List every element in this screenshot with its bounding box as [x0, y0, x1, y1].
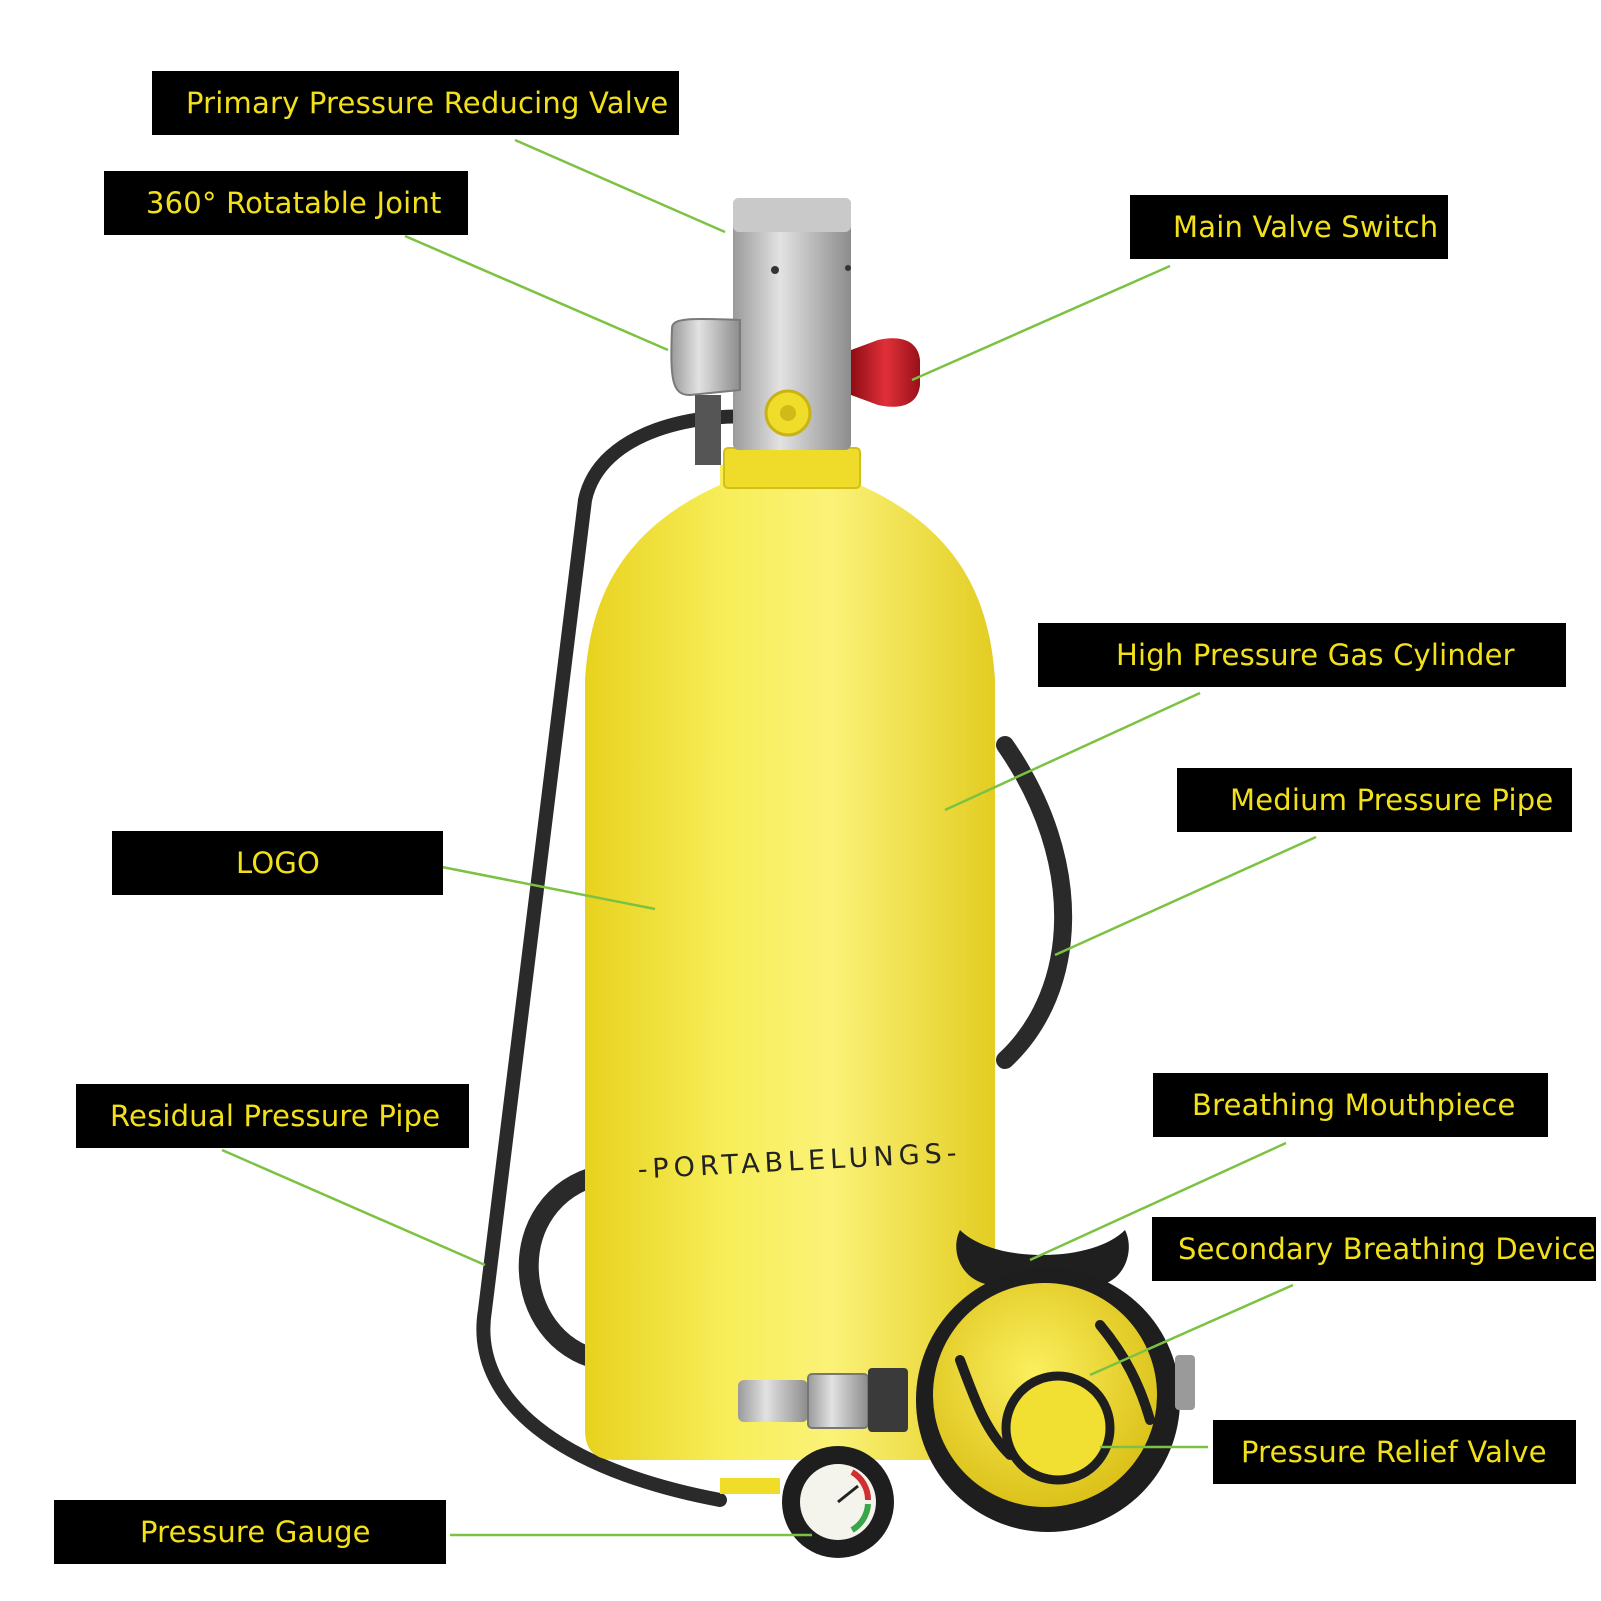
- label-text: LOGO: [236, 846, 321, 880]
- gauge-needle: [837, 1484, 859, 1504]
- leader-gas-cylinder: [944, 691, 1201, 812]
- label-breathing-mouthpiece: Breathing Mouthpiece: [1153, 1073, 1548, 1137]
- rotatable-joint-body: [670, 317, 741, 397]
- leader-logo: [441, 865, 656, 911]
- main-valve-knob: [851, 338, 920, 407]
- label-residual-pressure-pipe: Residual Pressure Pipe: [76, 1084, 469, 1148]
- label-text: Pressure Gauge: [140, 1515, 371, 1549]
- label-pressure-gauge: Pressure Gauge: [54, 1500, 446, 1564]
- label-text: High Pressure Gas Cylinder: [1116, 638, 1515, 672]
- cylinder-neck: [723, 447, 861, 489]
- regulator-side-port: [1175, 1355, 1195, 1410]
- hose-fitting-nut: [807, 1373, 869, 1429]
- label-text: Breathing Mouthpiece: [1192, 1088, 1516, 1122]
- label-primary-pressure-reducing-valve: Primary Pressure Reducing Valve: [152, 71, 679, 135]
- regulator-vent: [955, 1355, 1015, 1460]
- label-rotatable-joint: 360° Rotatable Joint: [104, 171, 468, 235]
- label-pressure-relief-valve: Pressure Relief Valve: [1213, 1420, 1576, 1484]
- medium-pressure-hose: [996, 736, 1073, 1069]
- leader-mouthpiece: [1029, 1141, 1287, 1262]
- residual-pressure-hose: [476, 409, 777, 1507]
- label-text: Main Valve Switch: [1173, 210, 1439, 244]
- pressure-relief-button: [1001, 1371, 1115, 1485]
- hose-fitting-collar: [868, 1368, 908, 1432]
- valve-port-hole: [771, 266, 779, 274]
- hose-fitting: [738, 1380, 808, 1422]
- primary-valve-cap: [733, 198, 851, 232]
- hose-connector-center: [780, 405, 796, 421]
- label-text: 360° Rotatable Joint: [146, 186, 442, 220]
- label-secondary-breathing-device: Secondary Breathing Device: [1152, 1217, 1596, 1281]
- label-medium-pressure-pipe: Medium Pressure Pipe: [1177, 768, 1572, 832]
- cylinder-body: [585, 465, 995, 1460]
- leader-lines: [221, 138, 1317, 1537]
- primary-valve-body: [733, 198, 851, 450]
- valve-port-hole: [845, 265, 851, 271]
- rotatable-joint-fitting: [695, 395, 721, 465]
- regulator-vent: [1095, 1320, 1155, 1425]
- leader-rotatable-joint: [404, 234, 669, 352]
- leader-residual-pipe: [221, 1148, 486, 1267]
- leader-secondary-device: [1089, 1283, 1294, 1377]
- label-text: Pressure Relief Valve: [1241, 1435, 1547, 1469]
- label-logo: LOGO: [112, 831, 443, 895]
- label-text: Medium Pressure Pipe: [1230, 783, 1554, 817]
- leader-main-valve: [911, 264, 1171, 382]
- label-text: Secondary Breathing Device: [1178, 1232, 1596, 1266]
- gauge-green-zone: [850, 1503, 871, 1533]
- label-high-pressure-gas-cylinder: High Pressure Gas Cylinder: [1038, 623, 1566, 687]
- gauge-red-zone: [850, 1469, 872, 1501]
- leader-primary-valve: [514, 138, 726, 234]
- label-main-valve-switch: Main Valve Switch: [1130, 195, 1448, 259]
- gauge-stem: [720, 1478, 780, 1494]
- mouthpiece: [956, 1230, 1129, 1285]
- label-text: Residual Pressure Pipe: [110, 1099, 441, 1133]
- leader-medium-pipe: [1054, 835, 1317, 957]
- label-text: Primary Pressure Reducing Valve: [186, 86, 669, 120]
